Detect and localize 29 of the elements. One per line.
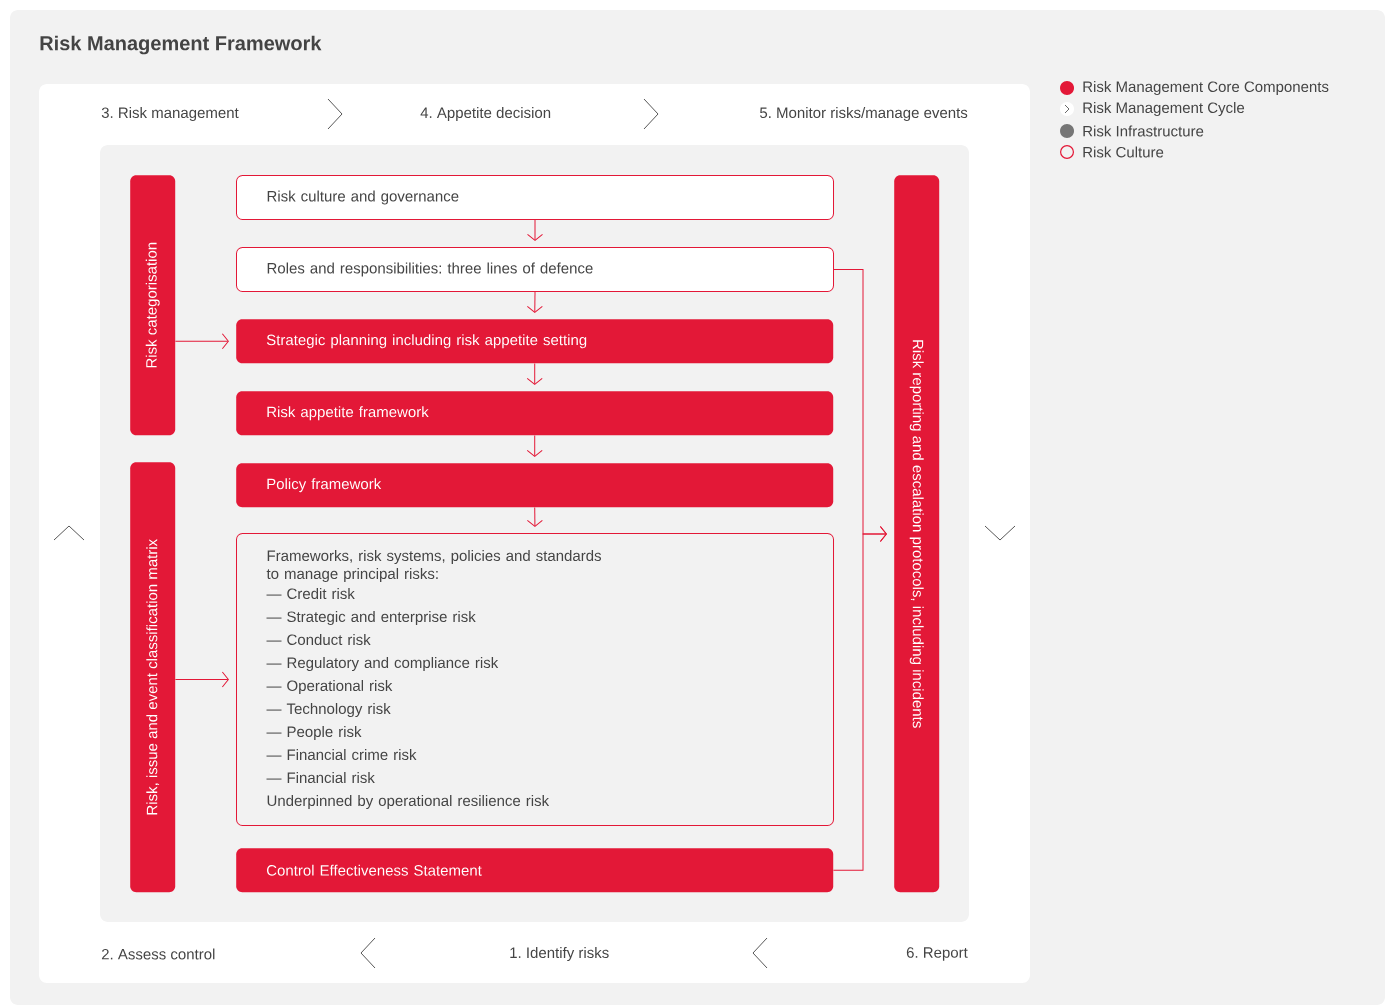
step-label: 6. Report xyxy=(906,947,968,961)
step-label: 2. Assess control xyxy=(101,948,215,960)
step-label: 5. Monitor risks/manage events xyxy=(760,107,968,121)
vertical-bar: Risk reporting and escalation protocols, including incidents xyxy=(894,175,940,893)
process-box: Control Effectiveness Statement xyxy=(236,848,834,893)
vertical-bar: Risk, issue and event classification matrix xyxy=(130,462,176,893)
legend-label: Risk Management Core Components xyxy=(1083,81,1329,95)
process-box: Risk culture and governance xyxy=(236,175,834,220)
process-box: Roles and responsibilities: three lines of defence xyxy=(236,247,834,292)
step-label: 4. Appetite decision xyxy=(420,107,551,121)
arrow xyxy=(526,434,543,457)
legend-label: Risk Culture xyxy=(1083,146,1164,158)
title: Risk Management Framework xyxy=(40,35,322,55)
legend-label: Risk Infrastructure xyxy=(1083,125,1204,137)
step-label: 3. Risk management xyxy=(101,107,239,121)
process-box: Policy framework xyxy=(236,463,834,508)
arrow xyxy=(174,671,229,688)
arrow xyxy=(526,291,543,313)
legend-label: Risk Management Cycle xyxy=(1083,102,1245,116)
arrow xyxy=(832,526,887,871)
arrow xyxy=(526,506,543,527)
arrow xyxy=(527,219,543,241)
step-label: 1. Identify risks xyxy=(510,947,609,961)
process-box: Strategic planning including risk appetite setting xyxy=(236,319,834,364)
arrow xyxy=(526,362,543,385)
vertical-bar: Risk categorisation xyxy=(130,175,176,436)
process-box: Risk appetite framework xyxy=(236,391,834,436)
list-box: Frameworks, risk systems, policies and standards to manage principal risks: — Credit risk — Strategic and enterprise risk — Conduct risk — Regulatory and compliance risk — Operational risk — Technology risk — People risk — Financial crime risk — Financial risk Underpinned by operational resilience risk xyxy=(236,533,834,826)
arrow xyxy=(174,333,229,350)
